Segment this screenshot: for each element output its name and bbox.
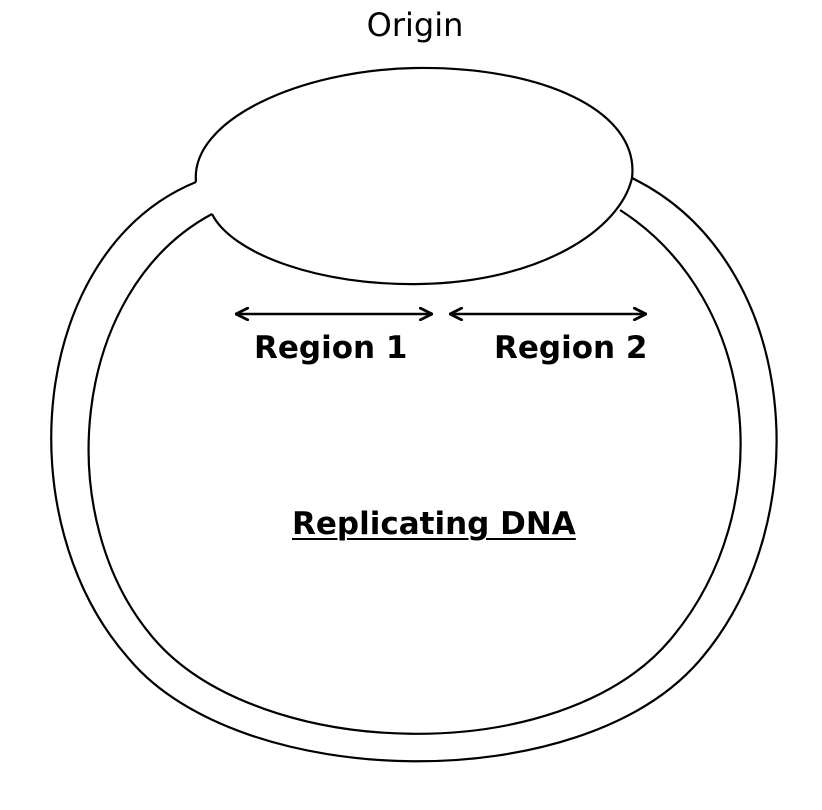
inner-dna-strand (87, 209, 742, 735)
replication-bubble (194, 66, 634, 286)
outer-dna-strand (50, 177, 778, 763)
origin-label: Origin (366, 6, 464, 44)
region1-label: Region 1 (254, 330, 408, 366)
replicating-dna-label: Replicating DNA (292, 506, 576, 542)
region2-label: Region 2 (494, 330, 648, 366)
